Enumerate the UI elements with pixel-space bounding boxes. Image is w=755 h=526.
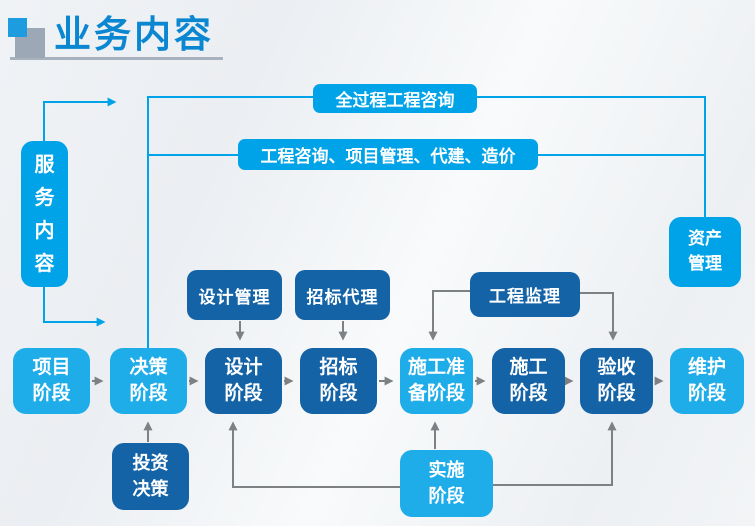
banner-consulting-services: 工程咨询、项目管理、代建、造价	[238, 139, 538, 170]
engineering-supervision-box: 工程监理	[470, 272, 580, 317]
phase-bidding-box: 招标 阶段	[300, 348, 377, 414]
page-title: 业务内容	[54, 13, 214, 56]
flow-arrows	[92, 290, 664, 488]
service-content-arrows	[43, 97, 117, 327]
investment-decision-box: 投资 决策	[112, 443, 189, 510]
title-accent-blue-square	[8, 18, 27, 37]
title-underline	[10, 57, 223, 60]
phase-construction-prep-box: 施工准 备阶段	[400, 348, 473, 414]
bidding-agency-box: 招标代理	[295, 270, 390, 320]
banner-full-process-consulting: 全过程工程咨询	[313, 84, 477, 113]
phase-acceptance-box: 验收 阶段	[580, 348, 653, 414]
service-content-box: 服 务 内 容	[21, 141, 68, 287]
phase-construction-box: 施工 阶段	[492, 348, 565, 414]
phase-design-box: 设计 阶段	[205, 348, 282, 414]
phase-maintenance-box: 维护 阶段	[670, 348, 744, 414]
design-management-box: 设计管理	[187, 270, 282, 320]
phase-decision-box: 决策 阶段	[110, 348, 187, 414]
implementation-phase-box: 实施 阶段	[400, 450, 493, 517]
phase-project-box: 项目 阶段	[13, 348, 90, 414]
asset-management-box: 资产 管理	[669, 217, 741, 287]
